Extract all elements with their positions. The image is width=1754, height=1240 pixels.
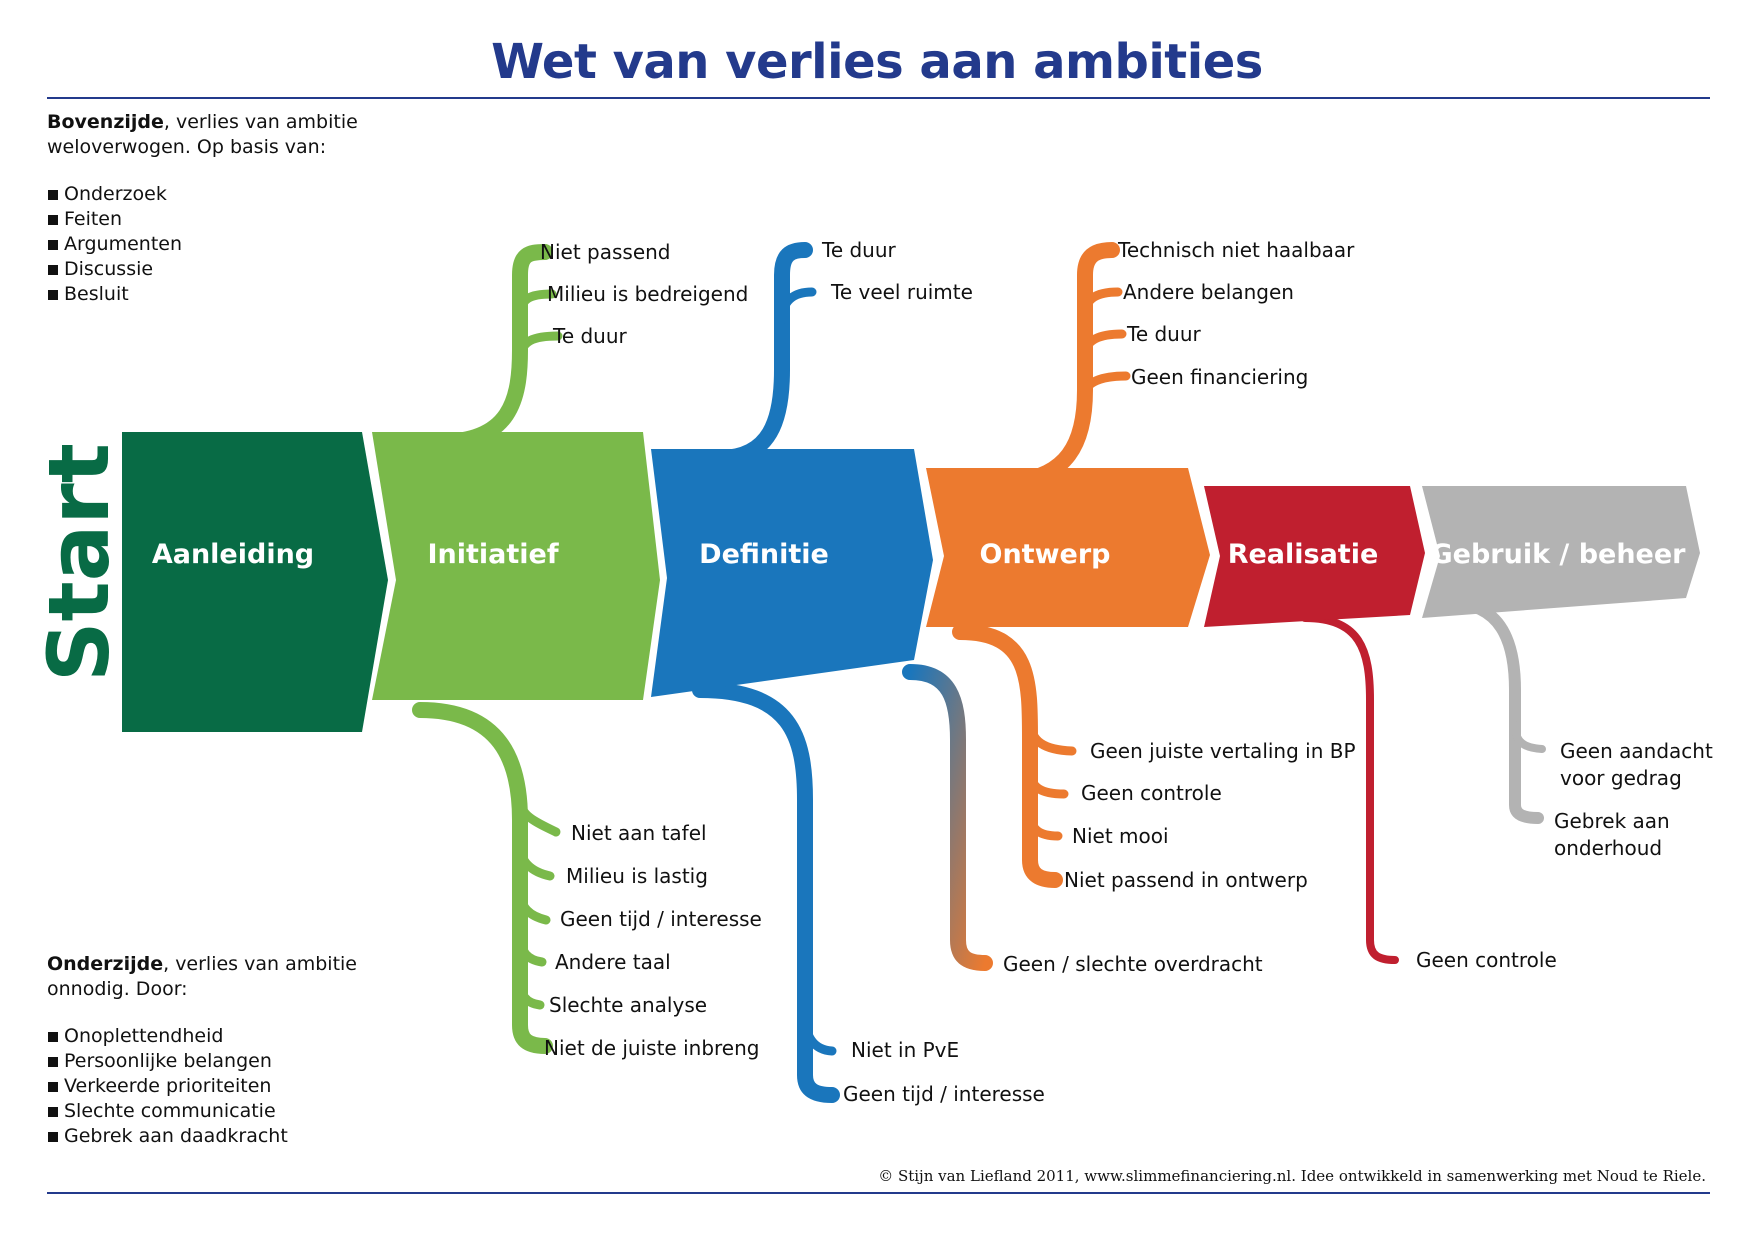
- branch-label: Gebrek aan: [1554, 809, 1670, 833]
- phase-shape-ontwerp: [926, 468, 1210, 627]
- branch-curve: [515, 840, 555, 881]
- footer-credit: © Stijn van Liefland 2011, www.slimmefin…: [878, 1167, 1706, 1185]
- phase-label-definitie: Definitie: [699, 539, 829, 570]
- branch-label: Andere belangen: [1123, 280, 1294, 304]
- ontwerp-top-branches: [992, 242, 1131, 490]
- definitie-bottom-branches: [692, 682, 840, 1103]
- branch-label: Geen controle: [1416, 948, 1557, 972]
- branch-curve: [432, 244, 553, 450]
- branch-label: Geen juiste vertaling in BP: [1090, 739, 1356, 763]
- bottom-note-list: Onoplettendheid Persoonlijke belangen Ve…: [47, 1024, 377, 1149]
- title-divider: [47, 97, 1710, 99]
- phase-label-aanleiding: Aanleiding: [152, 539, 314, 570]
- phase-label-gebruik: Gebruik / beheer: [1430, 539, 1686, 570]
- branch-curve: [515, 930, 547, 967]
- branch-label: Milieu is bedreigend: [547, 282, 748, 306]
- top-note-item: Discussie: [47, 257, 377, 282]
- branch-label: Te duur: [821, 238, 897, 262]
- branch-curve: [777, 287, 817, 325]
- branch-label: Geen tijd / interesse: [843, 1082, 1045, 1106]
- branch-label: Niet aan tafel: [571, 821, 707, 845]
- branch-curve: [1511, 721, 1546, 753]
- branch-label: Geen controle: [1081, 781, 1222, 805]
- top-note-text-1: , verlies van ambitie: [163, 111, 358, 133]
- branch-curve: [515, 795, 561, 837]
- phase-label-realisatie: Realisatie: [1228, 539, 1379, 570]
- branch-curve: [515, 885, 551, 925]
- phase-label-initiatief: Initiatief: [427, 539, 558, 570]
- branch-labels: Niet passend Milieu is bedreigend Te duu…: [540, 238, 1713, 1106]
- branch-curve: [1444, 597, 1544, 824]
- branch-curve: [992, 242, 1120, 490]
- start-label: Start: [30, 443, 128, 682]
- bottom-note-heading: Onderzijde, verlies van ambitie: [47, 952, 377, 977]
- bottom-note-text-2: onnodig. Door:: [47, 978, 188, 1000]
- branch-curve: [1025, 807, 1063, 841]
- branch-label: Geen / slechte overdracht: [1003, 952, 1263, 976]
- ontwerp-bottom-branches: [952, 624, 1077, 888]
- branch-curve: [1080, 287, 1123, 320]
- branch-curve: [1025, 715, 1077, 756]
- gebruik-bottom-branches: [1444, 597, 1546, 824]
- branch-label: voor gedrag: [1560, 766, 1682, 790]
- bottom-side-note: Onderzijde, verlies van ambitie onnodig.…: [47, 952, 377, 1149]
- branch-label: Niet de juiste inbreng: [544, 1036, 759, 1060]
- branch-curve: [1080, 371, 1131, 400]
- branch-label: Te veel ruimte: [830, 280, 973, 304]
- branch-label: Technisch niet haalbaar: [1117, 238, 1355, 262]
- overdracht-branch-curve: [902, 664, 993, 971]
- top-note-item: Besluit: [47, 282, 377, 307]
- top-note-heading: Bovenzijde, verlies van ambitie: [47, 110, 377, 135]
- page-title: Wet van verlies aan ambities: [491, 34, 1263, 90]
- phase-shape-gebruik: [1422, 486, 1700, 618]
- phase-labels: Aanleiding Initiatief Definitie Ontwerp …: [152, 539, 1686, 570]
- branch-label: Geen aandacht: [1560, 739, 1713, 763]
- branch-curve: [800, 1010, 837, 1056]
- branch-label: Slechte analyse: [549, 993, 707, 1017]
- bottom-note-bold: Onderzijde: [47, 953, 164, 975]
- top-note-item: Feiten: [47, 207, 377, 232]
- bottom-note-item: Onoplettendheid: [47, 1024, 377, 1049]
- branch-curve: [515, 973, 545, 1010]
- realisatie-branch-curve: [1301, 614, 1399, 964]
- branch-label: onderhoud: [1554, 836, 1662, 860]
- bottom-note-item: Persoonlijke belangen: [47, 1049, 377, 1074]
- footer-divider: [47, 1192, 1710, 1194]
- branch-label: Te duur: [552, 324, 628, 348]
- branch-curve: [1025, 765, 1069, 799]
- top-note-item: Onderzoek: [47, 182, 377, 207]
- phase-shape-definitie: [651, 449, 933, 697]
- branch-label: Niet passend: [540, 240, 671, 264]
- branch-label: Geen financiering: [1131, 365, 1308, 389]
- bottom-note-item: Verkeerde prioriteiten: [47, 1074, 377, 1099]
- branch-curve: [692, 682, 840, 1103]
- top-note-item: Argumenten: [47, 232, 377, 257]
- phase-arrows: [122, 432, 1700, 732]
- branch-label: Geen tijd / interesse: [560, 907, 762, 931]
- phase-shape-aanleiding: [122, 432, 388, 732]
- phase-label-ontwerp: Ontwerp: [980, 539, 1111, 570]
- branch-label: Niet in PvE: [851, 1038, 959, 1062]
- bottom-note-item: Gebrek aan daadkracht: [47, 1124, 377, 1149]
- branch-label: Andere taal: [555, 950, 671, 974]
- branch-label: Niet mooi: [1072, 824, 1169, 848]
- branch-label: Niet passend in ontwerp: [1064, 868, 1308, 892]
- initiatief-bottom-branches: [412, 702, 561, 1054]
- branch-curve: [515, 289, 557, 323]
- phase-shape-realisatie: [1204, 486, 1425, 627]
- bottom-note-item: Slechte communicatie: [47, 1099, 377, 1124]
- bottom-note-text-1: , verlies van ambitie: [163, 953, 357, 975]
- branch-label: Milieu is lastig: [566, 864, 708, 888]
- top-note-text-2: weloverwogen. Op basis van:: [47, 136, 327, 158]
- initiatief-top-branches: [432, 244, 563, 450]
- phase-shape-initiatief: [372, 432, 660, 700]
- top-side-note: Bovenzijde, verlies van ambitie weloverw…: [47, 110, 377, 307]
- branch-label: Te duur: [1126, 322, 1202, 346]
- branch-curve: [952, 624, 1063, 888]
- branch-curve: [1080, 329, 1127, 360]
- top-note-bold: Bovenzijde: [47, 111, 164, 133]
- top-note-list: Onderzoek Feiten Argumenten Discussie Be…: [47, 182, 377, 307]
- branch-curve: [515, 331, 563, 365]
